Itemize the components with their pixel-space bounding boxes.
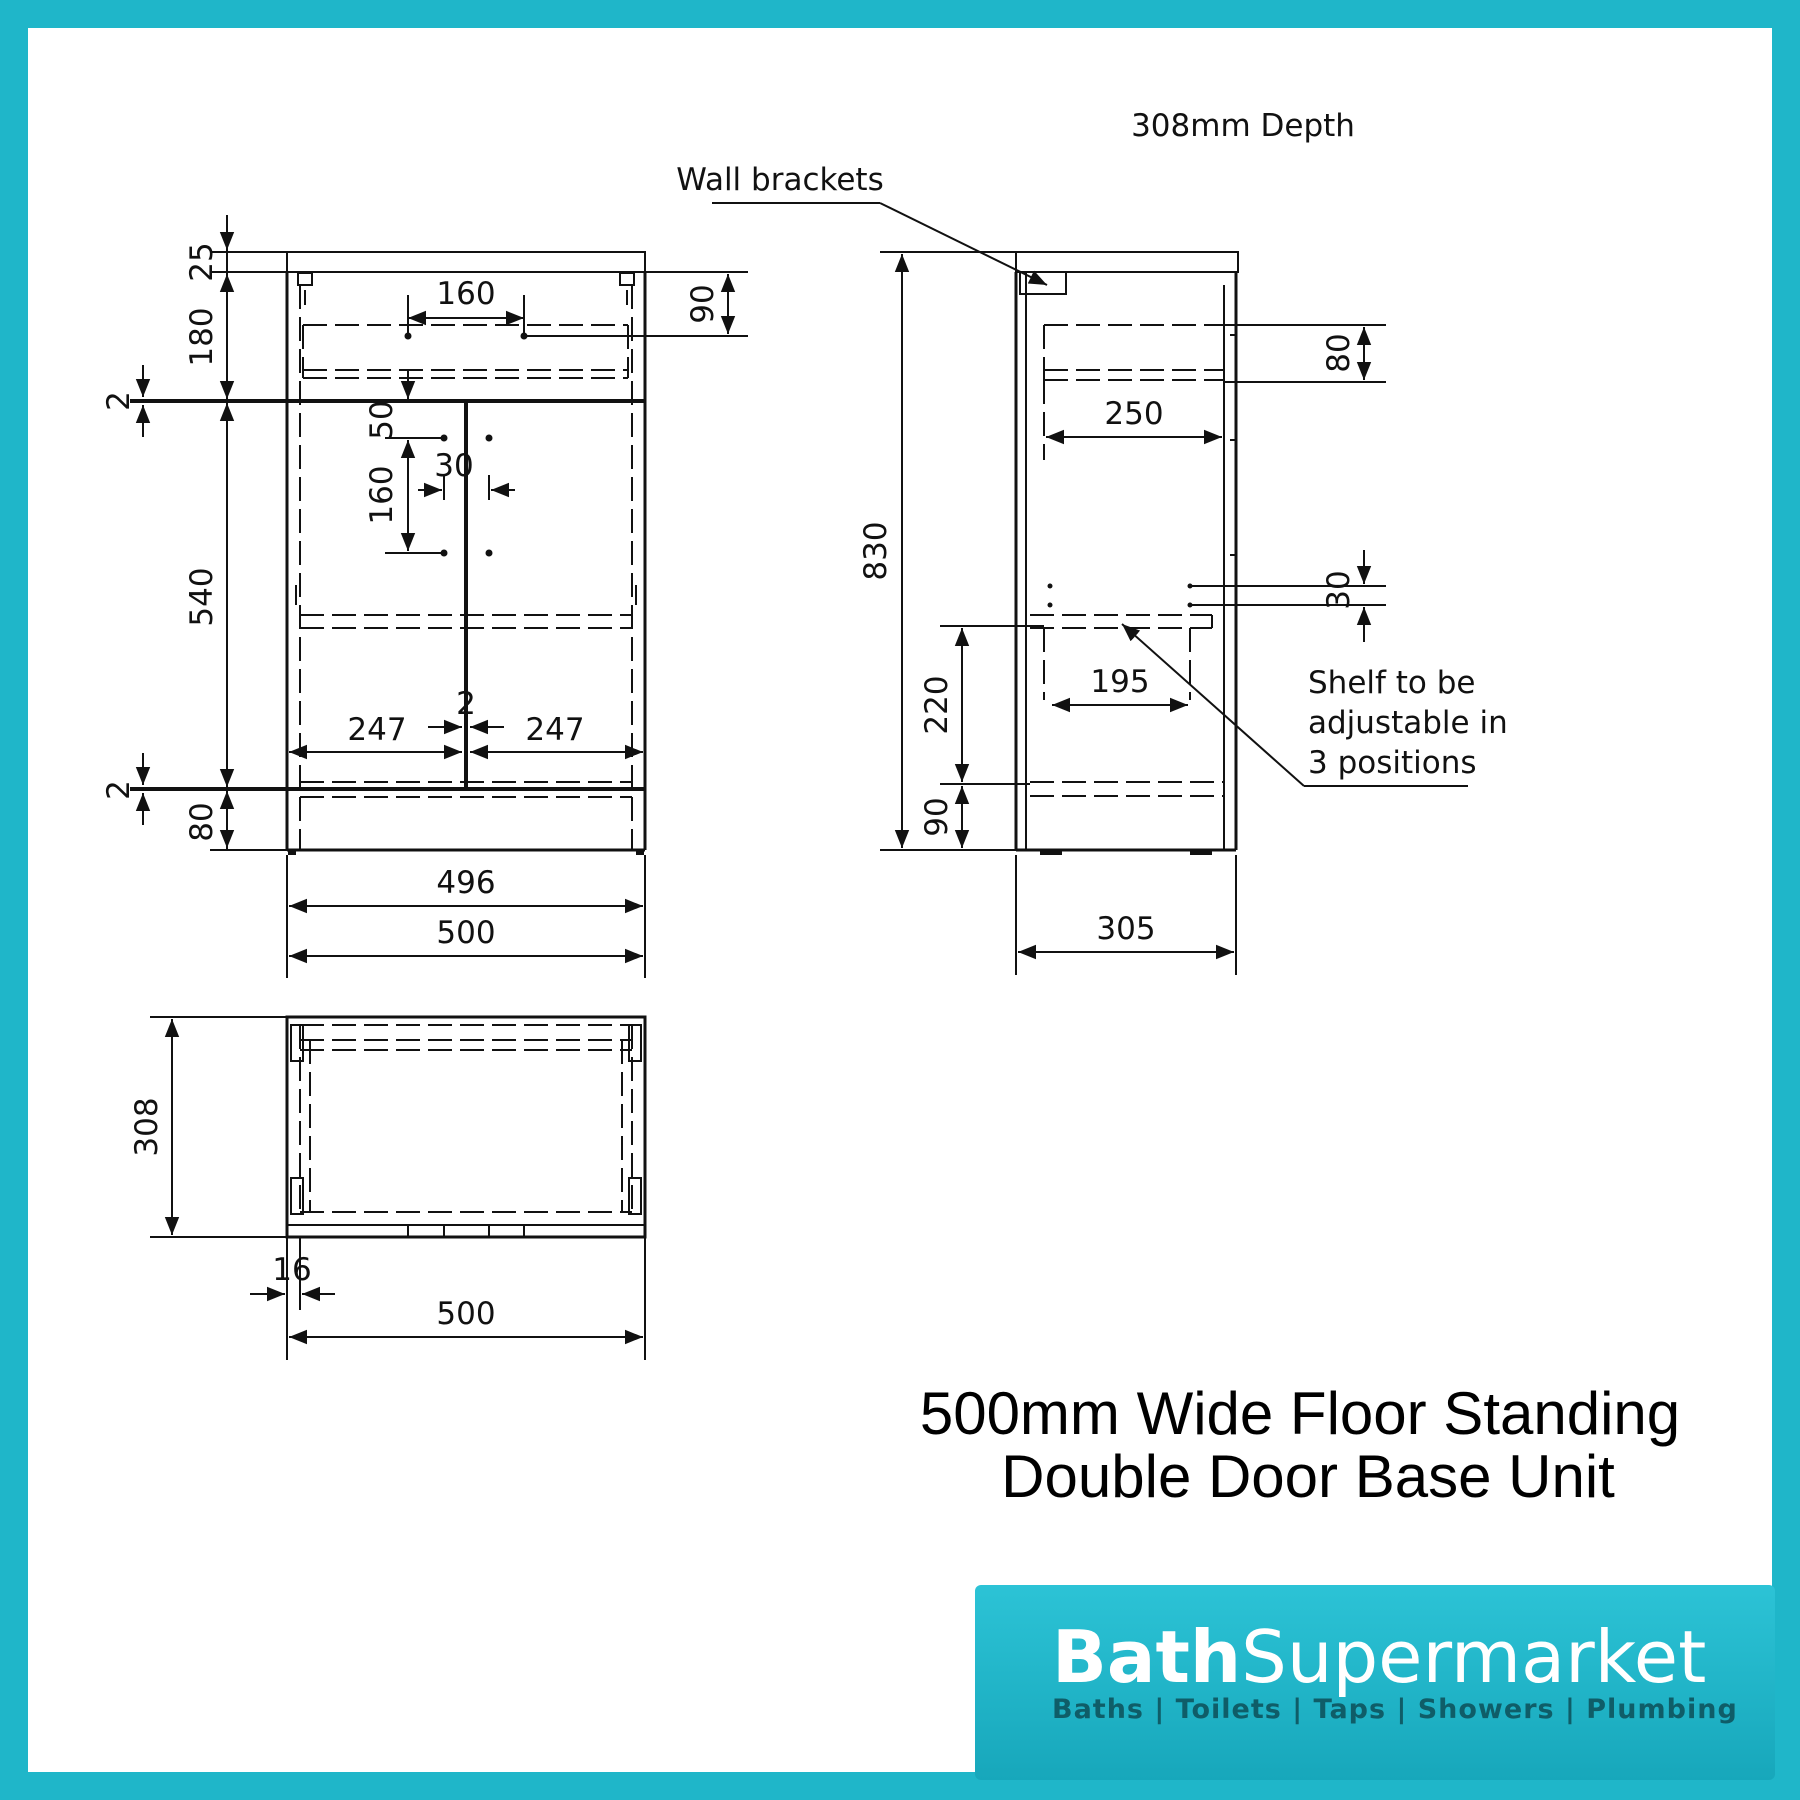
shelf-note-line1: Shelf to be (1308, 665, 1476, 701)
handle-hole (485, 434, 493, 442)
brand-name-light: Supermarket (1241, 1615, 1707, 1699)
dim-drawer-length: 250 (1104, 396, 1163, 432)
dim-handle-offset-drawer: 90 (685, 284, 721, 323)
shelf-note-line3: 3 positions (1308, 745, 1477, 781)
dim-divider-top: 2 (101, 391, 137, 411)
front-worktop (286, 251, 646, 273)
dim-divider-bottom: 2 (101, 780, 137, 800)
dim-door-gap: 2 (456, 686, 476, 722)
dim-plinth: 80 (184, 802, 220, 841)
dim-inner-width: 496 (436, 865, 495, 901)
dim-plan-depth: 308 (129, 1097, 165, 1156)
dim-shelf-depth: 195 (1090, 664, 1149, 700)
dim-drawer-depth: 80 (1321, 333, 1357, 372)
dim-top-thickness: 25 (184, 242, 220, 281)
shelf-note-line2: adjustable in (1308, 705, 1508, 741)
plan-view: 308 16 500 (129, 1015, 647, 1360)
dim-drawer-height: 180 (184, 307, 220, 366)
dim-door-handle-spacing: 160 (364, 465, 400, 524)
dim-plan-edge: 16 (272, 1252, 311, 1288)
product-title-line1: 500mm Wide Floor Standing (920, 1380, 1680, 1447)
brand-name-bold: Bath (1052, 1615, 1242, 1699)
product-title-line2: Double Door Base Unit (1001, 1443, 1615, 1510)
handle-hole (485, 549, 493, 557)
brand-logo: BathSupermarket (1052, 1615, 1706, 1699)
dim-door-left: 247 (347, 712, 406, 748)
brand-logo-panel (975, 1585, 1775, 1780)
side-worktop (1015, 251, 1239, 273)
dim-outer-width: 500 (436, 915, 495, 951)
dim-door-right: 247 (525, 712, 584, 748)
wall-brackets-label: Wall brackets (676, 162, 883, 198)
side-view: 308mm Depth Wall brackets (676, 108, 1508, 975)
brand-tagline: Baths | Toilets | Taps | Showers | Plumb… (1052, 1694, 1738, 1725)
dim-side-plinth: 90 (919, 797, 955, 836)
dim-side-depth: 305 (1096, 911, 1155, 947)
dim-total-height: 830 (858, 521, 894, 580)
depth-heading: 308mm Depth (1131, 108, 1355, 144)
dim-door-handle-gap: 30 (434, 448, 473, 484)
dim-handle-spacing-drawer: 160 (436, 276, 495, 312)
dim-cabinet-height: 540 (184, 567, 220, 626)
dim-door-handle-top: 50 (364, 400, 400, 439)
wall-bracket (1019, 271, 1067, 295)
dim-shelf-height: 220 (919, 675, 955, 734)
dim-plan-width: 500 (436, 1296, 495, 1332)
front-view: 25 180 2 540 2 80 160 90 50 160 30 247 2… (101, 215, 748, 978)
dim-shelf-step: 30 (1321, 570, 1357, 609)
